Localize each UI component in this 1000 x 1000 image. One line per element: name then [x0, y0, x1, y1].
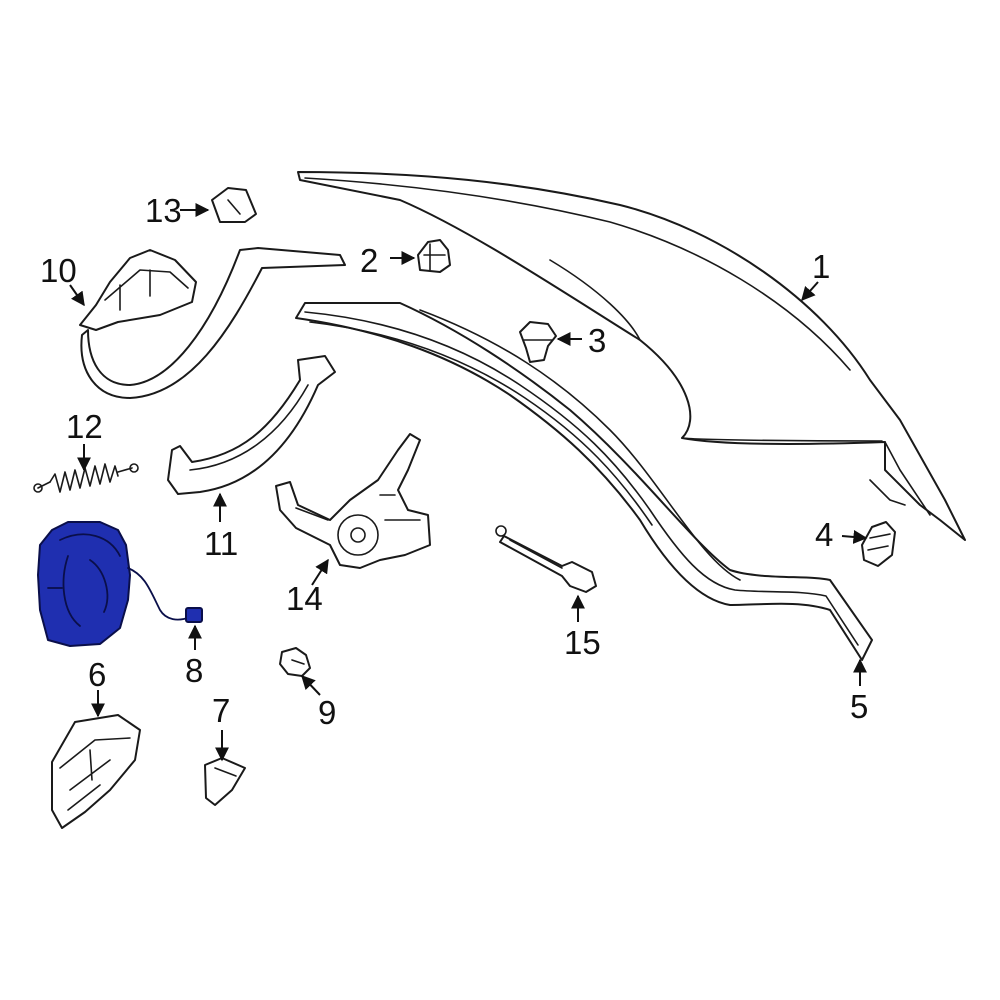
- leader-lines: [69, 203, 868, 762]
- part-13-bumper-stop: [211, 187, 257, 223]
- part-15-striker: [495, 525, 597, 593]
- callout-7: 7: [212, 692, 230, 729]
- callout-2: 2: [360, 242, 378, 279]
- callout-9: 9: [318, 694, 336, 731]
- callout-6: 6: [88, 656, 106, 693]
- part-2-clip: [417, 239, 451, 273]
- callout-3: 3: [588, 322, 606, 359]
- callout-8: 8: [185, 652, 203, 689]
- part-5-frame: [295, 302, 873, 661]
- callout-11: 11: [204, 525, 238, 562]
- part-8-actuator: [37, 521, 203, 647]
- part-7-bracket: [204, 757, 246, 806]
- callout-14: 14: [286, 580, 323, 617]
- callout-13: 13: [145, 192, 182, 229]
- callout-labels: 1 2 3 4 5 6 7 8 9 10 11 12 13 14 15: [40, 192, 868, 731]
- callout-10: 10: [40, 252, 77, 289]
- callout-15: 15: [564, 624, 601, 661]
- callout-1: 1: [812, 248, 830, 285]
- part-10-hinge: [79, 247, 346, 399]
- part-3-clip: [519, 321, 557, 363]
- callout-4: 4: [815, 516, 833, 553]
- part-4-bumper: [861, 521, 896, 567]
- part-1-trunk-lid: [297, 171, 966, 541]
- part-12-spring: [33, 463, 139, 493]
- callout-12: 12: [66, 408, 103, 445]
- part-6-latch: [51, 714, 141, 829]
- part-9-nut: [279, 647, 311, 677]
- callout-5: 5: [850, 688, 868, 725]
- part-11-hinge-arm: [167, 355, 336, 495]
- part-14-lock-actuator: [275, 433, 431, 569]
